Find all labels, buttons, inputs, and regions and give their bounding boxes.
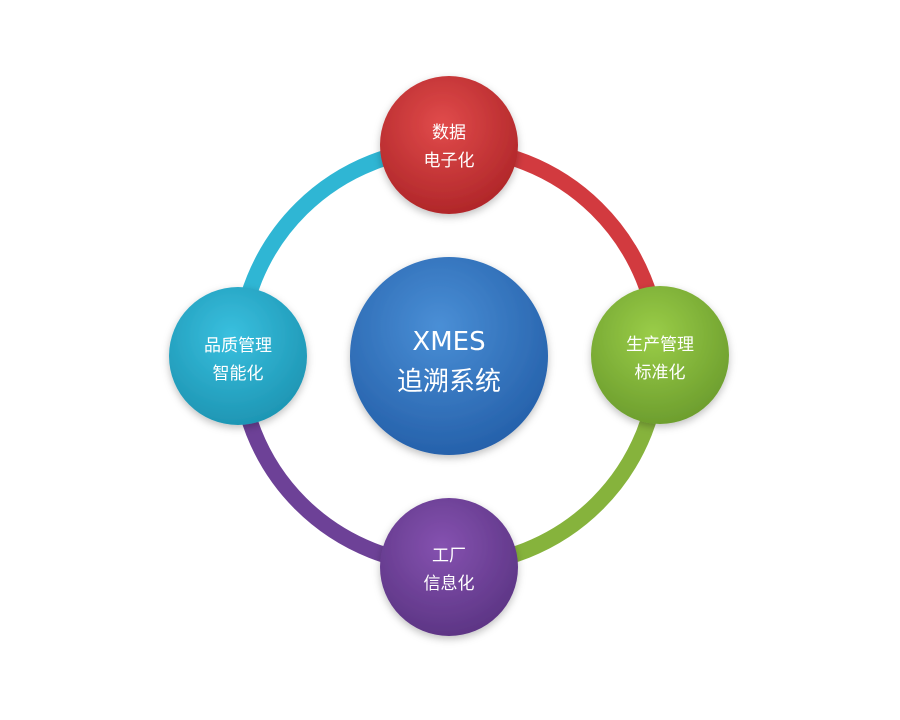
node-left-line2: 智能化: [213, 364, 264, 384]
node-bottom: 工厂 信息化: [380, 498, 518, 636]
node-top-line2: 电子化: [424, 151, 475, 171]
node-bottom-line1: 工厂: [432, 546, 466, 566]
center-node: XMES 追溯系统: [350, 257, 548, 455]
node-right: 生产管理 标准化: [591, 286, 729, 424]
node-right-line2: 标准化: [635, 363, 686, 383]
center-label-line2: 追溯系统: [397, 367, 501, 397]
node-top-line1: 数据: [432, 123, 466, 143]
node-left-line1: 品质管理: [204, 336, 272, 356]
node-right-line1: 生产管理: [626, 335, 694, 355]
node-bottom-line2: 信息化: [424, 574, 475, 594]
node-left: 品质管理 智能化: [169, 287, 307, 425]
node-top: 数据 电子化: [380, 76, 518, 214]
center-label-line1: XMES: [412, 327, 485, 357]
